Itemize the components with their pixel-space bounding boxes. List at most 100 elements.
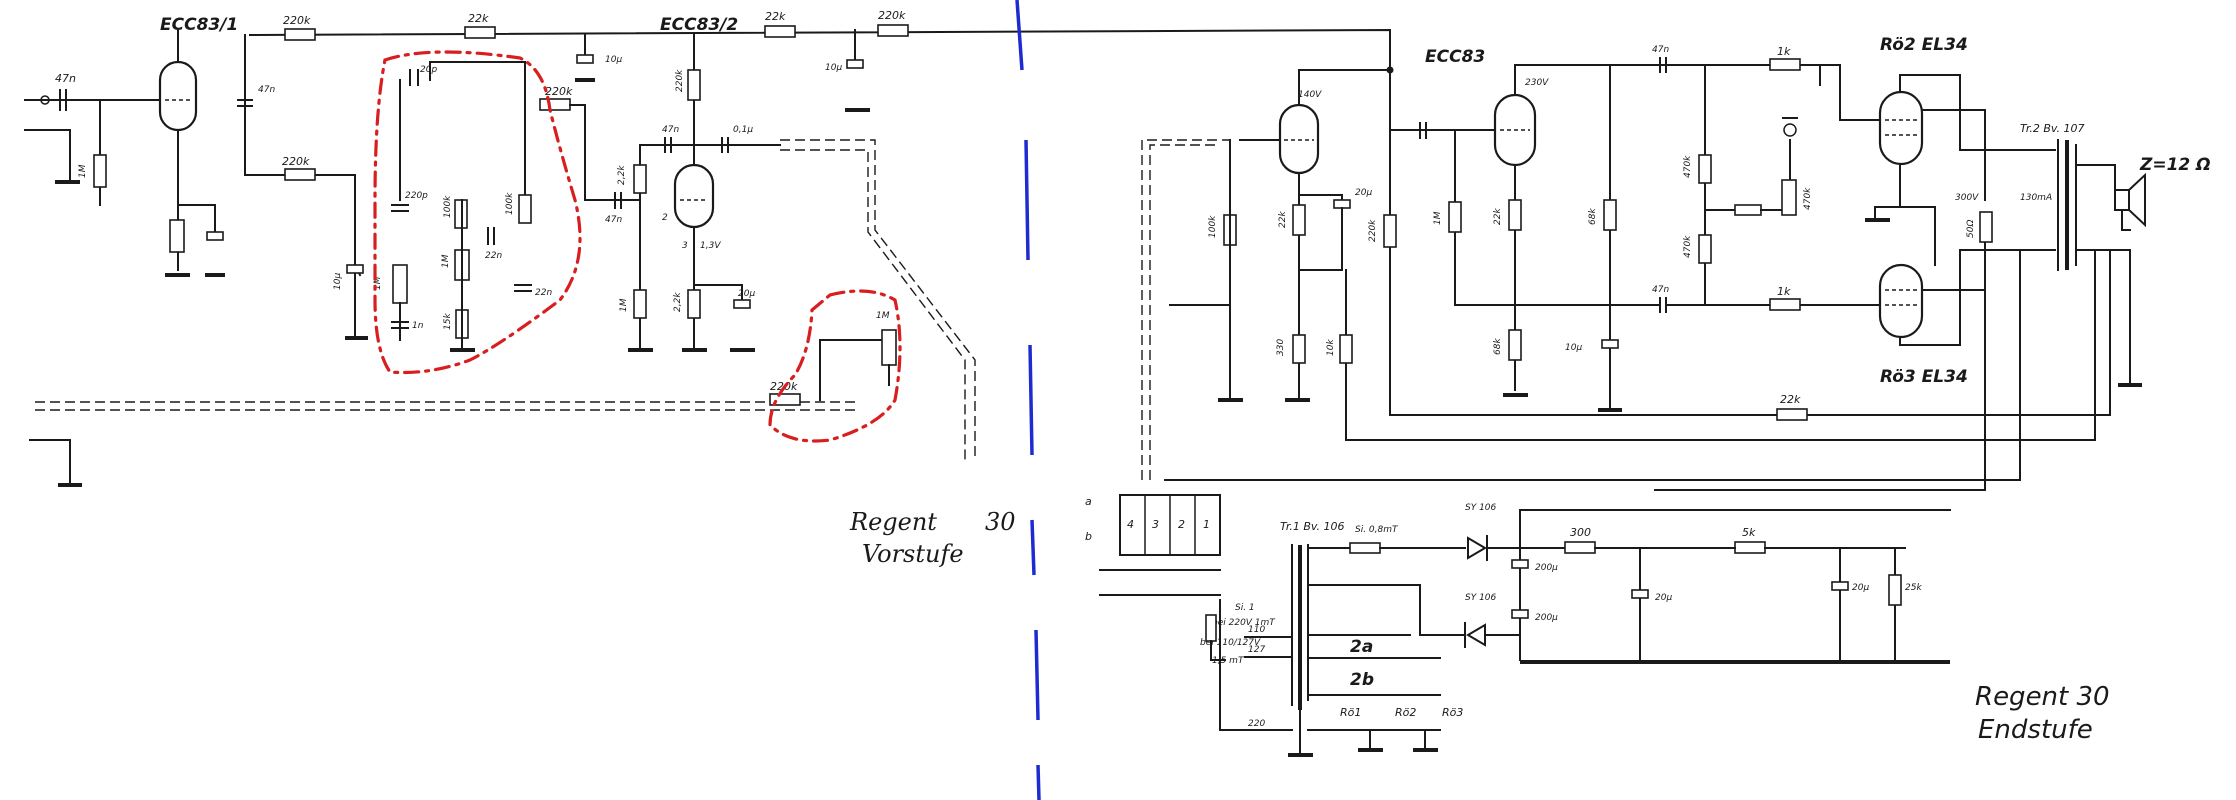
endstufe-title-line2: Endstufe — [1978, 715, 2093, 745]
bias-terminal — [1783, 123, 1797, 137]
r-470k-a-label: 470k — [1683, 155, 1693, 178]
pin-1-label: 1 — [1203, 518, 1210, 531]
r-top2 — [464, 26, 496, 39]
r-220k-b-label: 220k — [282, 155, 310, 168]
r-top2-label: 22k — [468, 12, 489, 25]
diode-d1 — [1467, 536, 1487, 560]
c-10u-top2-label: 10µ — [825, 63, 842, 73]
r-bias — [1734, 204, 1762, 216]
wire — [1921, 239, 1986, 291]
c-10u-left-label: 10µ — [333, 273, 343, 290]
vorstufe-title-line2: Vorstufe — [862, 540, 964, 568]
r-220k-e — [769, 393, 801, 406]
blue-divider — [1015, 0, 1041, 800]
endstufe-title-line1: Regent 30 — [1975, 682, 2110, 712]
pot-1m-c — [881, 329, 897, 366]
c-01u-label: 0,1µ — [733, 125, 753, 135]
red-markup-volume — [768, 289, 902, 443]
blue-divider-seg — [1036, 764, 1041, 800]
c-220p-label: 220p — [405, 191, 428, 201]
r-68k-a — [1508, 329, 1522, 361]
conn-a-label: a — [1085, 495, 1092, 508]
c-20u-a-label: 20µ — [1655, 593, 1672, 603]
tube-el34-ro3 — [1878, 263, 1924, 339]
r-330-label: 330 — [1276, 339, 1286, 356]
c-22n-a-label: 22n — [485, 251, 502, 261]
r-220k-plate-label: 220k — [675, 69, 685, 92]
r-15k-label: 15k — [443, 313, 453, 330]
r-22k-b-label: 22k — [1493, 208, 1503, 225]
tr2-label: Tr.2 Bv. 107 — [2020, 122, 2085, 135]
blue-divider-seg — [1028, 344, 1034, 456]
pot-470k-label: 470k — [1803, 187, 1813, 210]
impedance-label: Z=12 Ω — [2139, 155, 2211, 175]
pin-2-label: 2 — [1178, 518, 1185, 531]
c-10u-label: 10µ — [1565, 343, 1582, 353]
junction-dot — [1386, 66, 1394, 74]
pot-1m-a-label: 1M — [373, 276, 383, 290]
r-50-label: 50Ω — [1966, 220, 1976, 238]
r-1k-b — [1769, 298, 1801, 311]
r-cathode-1 — [169, 219, 185, 253]
pin3-label: 3 — [682, 241, 688, 251]
sec-2b-label: 2b — [1350, 670, 1374, 690]
r-22k-fb-label: 22k — [1780, 393, 1801, 406]
c-10u — [1601, 339, 1619, 349]
c-20p-label: 20p — [420, 65, 437, 75]
tr1-label: Tr.1 Bv. 106 — [1280, 520, 1345, 533]
wire — [1307, 584, 1466, 636]
c-200-a-label: 200µ — [1535, 563, 1558, 573]
tube1-label: ECC83/1 — [160, 15, 238, 35]
c-20u-a — [733, 299, 751, 309]
r-1m — [1448, 201, 1462, 233]
vorstufe-title-number: 30 — [985, 508, 1016, 536]
feedback-wire — [1389, 249, 2111, 416]
pin-3-label: 3 — [1152, 518, 1159, 531]
r-300 — [1564, 541, 1596, 554]
red-markup-tone-stack — [373, 50, 582, 375]
el34-top-label: Rö2 EL34 — [1880, 35, 1968, 55]
blue-divider-seg — [1015, 0, 1024, 71]
c-20u-b-label: 20µ — [1852, 583, 1869, 593]
r-2k2-a-label: 2,2k — [617, 165, 627, 185]
pot-1m-c-label: 1M — [876, 311, 890, 321]
r-22k-a — [1292, 204, 1306, 236]
c-1n-label: 1n — [412, 321, 424, 331]
wire — [1899, 249, 2056, 346]
wire — [1298, 194, 1343, 201]
wire — [244, 174, 356, 336]
r-25k-label: 25k — [1905, 583, 1922, 593]
pot-1m-b-label: 1M — [441, 254, 451, 268]
c-200-b — [1511, 609, 1529, 619]
r-220k — [1383, 214, 1397, 248]
d1-label: SY 106 — [1465, 503, 1497, 513]
blue-divider-seg — [1024, 139, 1030, 261]
wire — [2075, 164, 2116, 191]
r-5k-label: 5k — [1742, 526, 1756, 539]
r-10k-label: 10k — [1326, 339, 1336, 356]
wire — [2121, 209, 2131, 231]
r-100k-b-label: 100k — [505, 192, 515, 215]
ro1-label: Rö1 — [1340, 706, 1361, 719]
r-1k-a — [1769, 58, 1801, 71]
r-220k-plate — [687, 69, 701, 101]
r-68k-b — [1603, 199, 1617, 231]
wire — [1219, 599, 1293, 731]
r-100k-b — [518, 194, 532, 224]
wire — [819, 339, 891, 401]
r-1k-b-label: 1k — [1777, 285, 1791, 298]
fuse-note-1: Si. 1 — [1235, 603, 1255, 613]
c-200-b-label: 200µ — [1535, 613, 1558, 623]
speaker-icon — [2114, 189, 2130, 211]
r-5k — [1734, 541, 1766, 554]
tube2-ecc83-2 — [673, 163, 715, 229]
b-plus-rail — [248, 28, 1391, 71]
c-20u-b — [1831, 581, 1849, 591]
shielded-cable — [1141, 139, 1230, 480]
r-top1-label: 220k — [283, 14, 311, 27]
wire — [1654, 269, 1986, 491]
r-220k-c-label: 220k — [545, 85, 573, 98]
wire — [429, 61, 526, 201]
power-section: ECC83 140V 20µ 22k 330 10k 100k 220k — [1085, 35, 2211, 757]
r-100k-label: 100k — [1208, 215, 1218, 238]
